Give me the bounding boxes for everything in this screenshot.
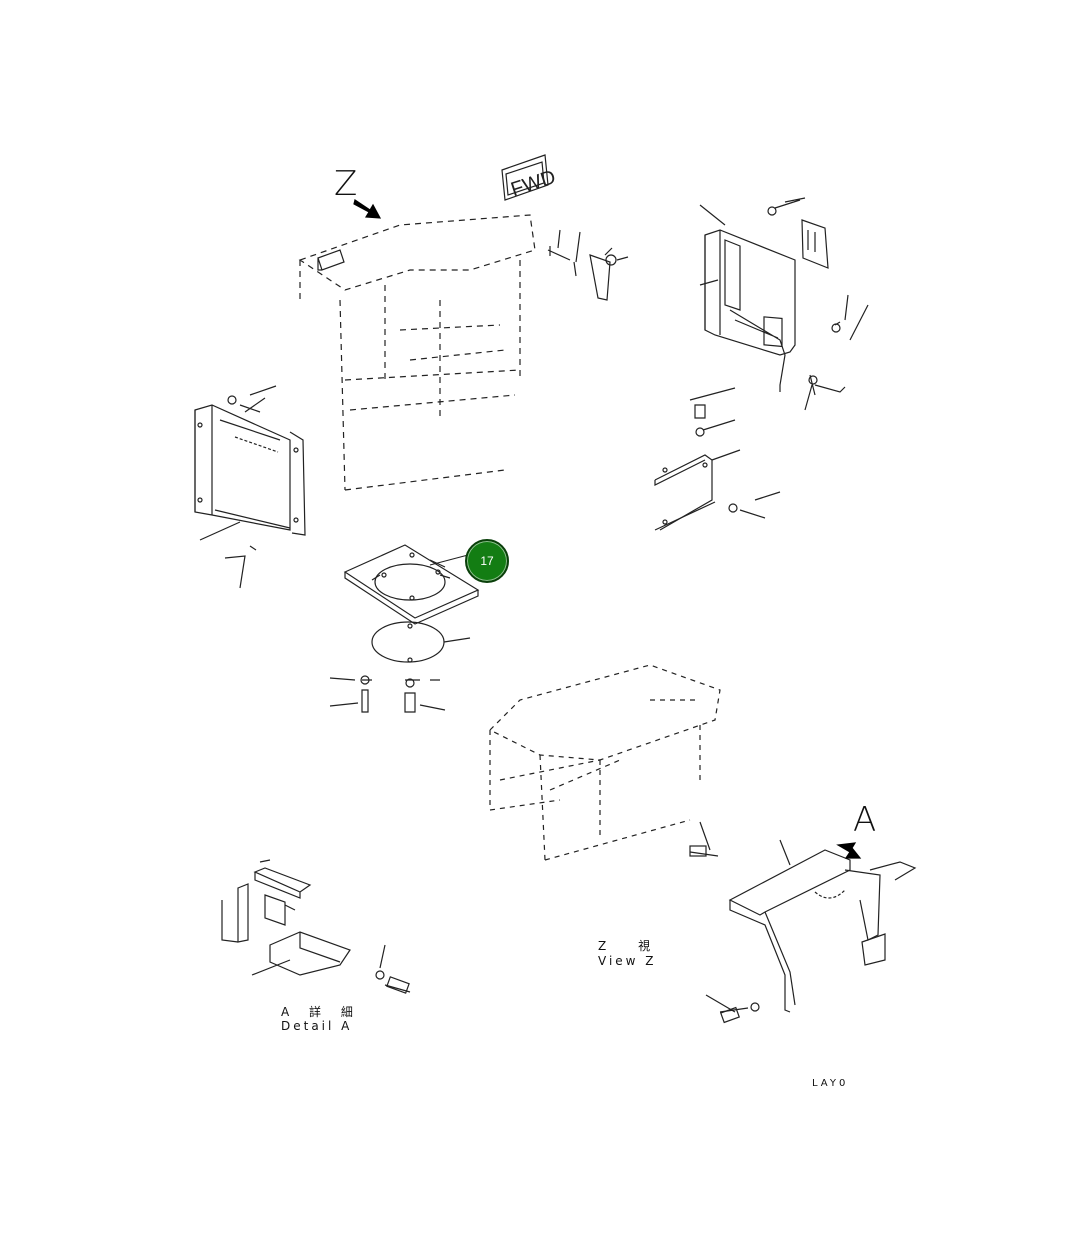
view-z-caption-letter: Z [598, 939, 610, 953]
floor-plate-17 [343, 544, 480, 625]
cover-plate [371, 621, 471, 663]
view-z-arrow [353, 199, 382, 219]
upper-frame-assembly [298, 214, 536, 491]
left-side-plate [194, 385, 306, 589]
detail-a-caption-kanji-1: 詳 [309, 1005, 325, 1019]
view-z-letter: Z [334, 164, 358, 204]
detail-a-parts [221, 859, 411, 994]
view-a-letter: A [853, 800, 877, 840]
drawing-number: LAY0 [812, 1078, 849, 1089]
bolt-set-top-middle [547, 229, 629, 301]
detail-a-caption-kanji-2: 細 [340, 1005, 356, 1019]
right-mid-bracket [654, 387, 781, 531]
detail-a-caption-letter: A [281, 1005, 293, 1019]
callout-17[interactable]: 17 [465, 539, 509, 583]
view-z-caption: Z 視 [598, 937, 653, 954]
view-z-caption-en: View Z [598, 954, 657, 968]
view-z-caption-kanji: 視 [638, 939, 654, 953]
lower-right-bracket [689, 821, 917, 1024]
bracket-small-top [317, 249, 345, 271]
detail-a-caption-en: Detail A [281, 1019, 353, 1033]
right-side-panel [699, 197, 869, 411]
bolts-under-cover [329, 675, 446, 713]
lower-frame-assembly [488, 664, 721, 861]
fwd-sign [501, 154, 549, 201]
detail-a-caption: A 詳 細 [281, 1003, 356, 1020]
